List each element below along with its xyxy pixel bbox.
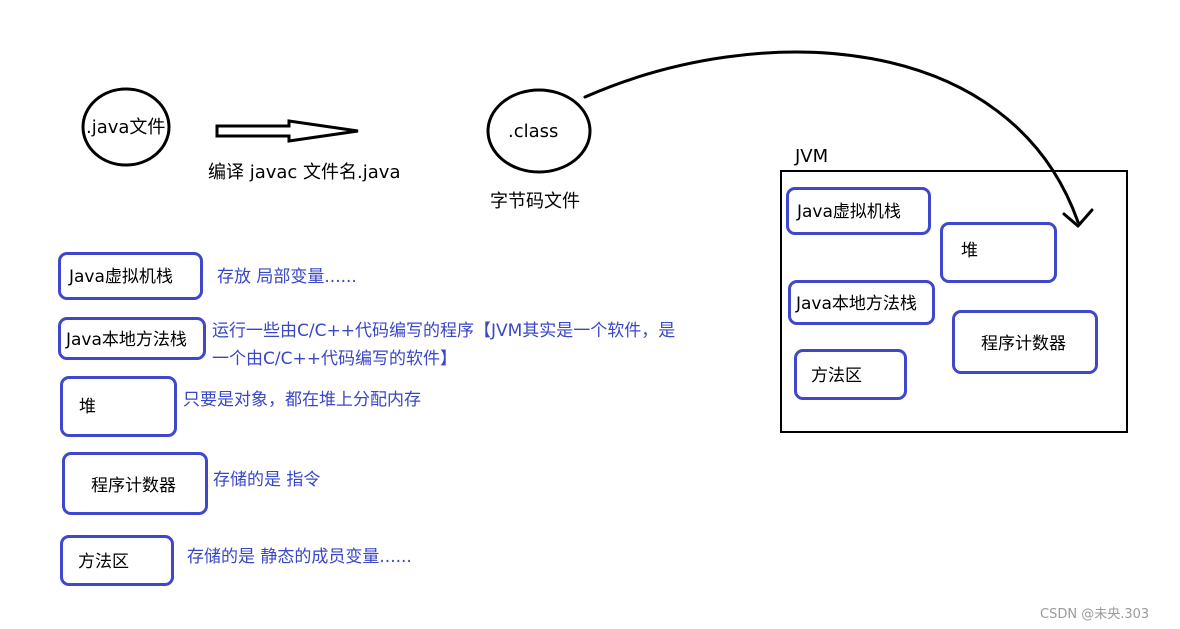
class-file-ellipse — [486, 88, 592, 174]
legend-heap-label: 堆 — [79, 397, 96, 417]
jvm-method-area-box: 方法区 — [794, 349, 907, 400]
jvm-heap-label: 堆 — [961, 241, 978, 261]
compile-arrow — [215, 119, 359, 143]
jvm-frame — [780, 170, 1128, 433]
jvm-native-stack-label: Java本地方法栈 — [796, 294, 917, 314]
load-into-jvm-arrow — [583, 50, 1080, 224]
legend-pc-register-box: 程序计数器 — [62, 452, 208, 515]
compile-label: 编译 javac 文件名.java — [208, 162, 401, 183]
legend-method-area-desc: 存储的是 静态的成员变量...... — [187, 547, 412, 567]
legend-method-area-label: 方法区 — [78, 552, 129, 572]
class-file-label: .class — [508, 121, 559, 142]
csdn-watermark: CSDN @未央.303 — [1040, 607, 1150, 622]
legend-heap-desc: 只要是对象，都在堆上分配内存 — [183, 390, 421, 410]
legend-pc-register-label: 程序计数器 — [91, 476, 176, 496]
jvm-pc-register-label: 程序计数器 — [981, 334, 1066, 354]
legend-heap-box: 堆 — [60, 376, 177, 437]
legend-native-stack-label: Java本地方法栈 — [66, 330, 187, 350]
legend-native-stack-desc-2: 一个由C/C++代码编写的软件】 — [212, 349, 457, 369]
legend-method-area-box: 方法区 — [60, 535, 174, 586]
jvm-stack-label: Java虚拟机栈 — [797, 202, 901, 222]
legend-stack-box: Java虚拟机栈 — [58, 252, 203, 300]
jvm-stack-box: Java虚拟机栈 — [786, 187, 931, 235]
load-arrow-head — [1062, 208, 1094, 228]
jvm-method-area-label: 方法区 — [811, 366, 862, 386]
jvm-native-stack-box: Java本地方法栈 — [788, 280, 935, 325]
jvm-pc-register-box: 程序计数器 — [952, 310, 1098, 374]
legend-native-stack-box: Java本地方法栈 — [58, 317, 206, 360]
legend-pc-register-desc: 存储的是 指令 — [213, 470, 321, 490]
jvm-title: JVM — [795, 146, 829, 167]
java-file-ellipse — [81, 87, 171, 167]
class-file-caption: 字节码文件 — [490, 191, 580, 212]
legend-native-stack-desc-1: 运行一些由C/C++代码编写的程序【JVM其实是一个软件，是 — [212, 321, 676, 341]
jvm-heap-box: 堆 — [940, 222, 1057, 283]
java-file-label: .java文件 — [86, 117, 166, 138]
legend-stack-desc: 存放 局部变量...... — [217, 267, 357, 287]
legend-stack-label: Java虚拟机栈 — [69, 267, 173, 287]
